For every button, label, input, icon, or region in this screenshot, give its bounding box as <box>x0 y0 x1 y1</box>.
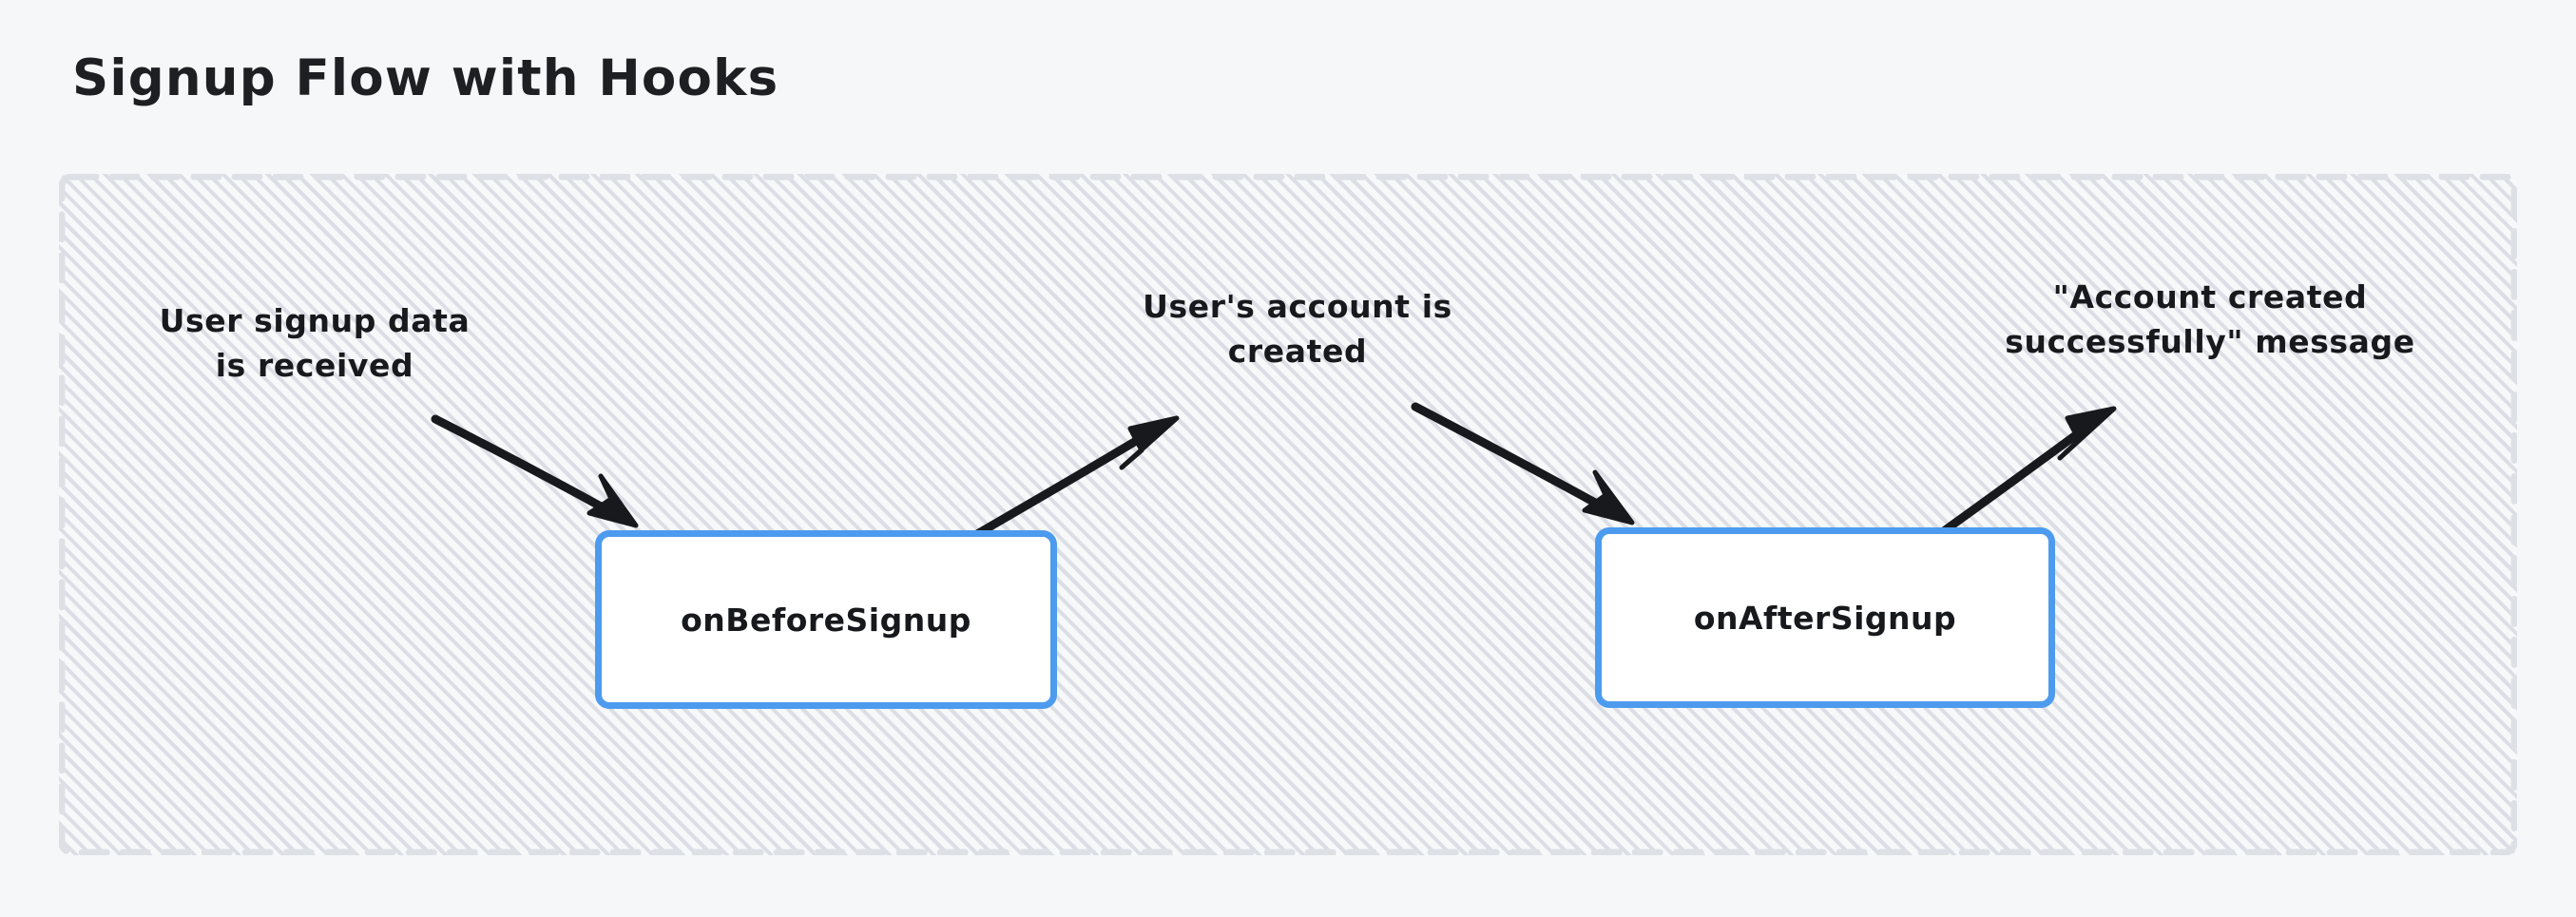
flow-frame <box>59 174 2517 855</box>
hook-node-on-after-signup[interactable]: onAfterSignup <box>1595 527 2055 708</box>
edge-label-account-created: User's account is created <box>1143 288 1452 370</box>
edge-label-success-message: "Account created successfully" message <box>2005 278 2415 360</box>
hook-node-on-before-signup[interactable]: onBeforeSignup <box>595 530 1057 709</box>
hook-node-label: onAfterSignup <box>1693 599 1957 637</box>
hook-node-label: onBeforeSignup <box>681 601 971 639</box>
page-title: Signup Flow with Hooks <box>72 49 779 107</box>
edge-label-signup-data-received: User signup data is received <box>159 302 471 384</box>
